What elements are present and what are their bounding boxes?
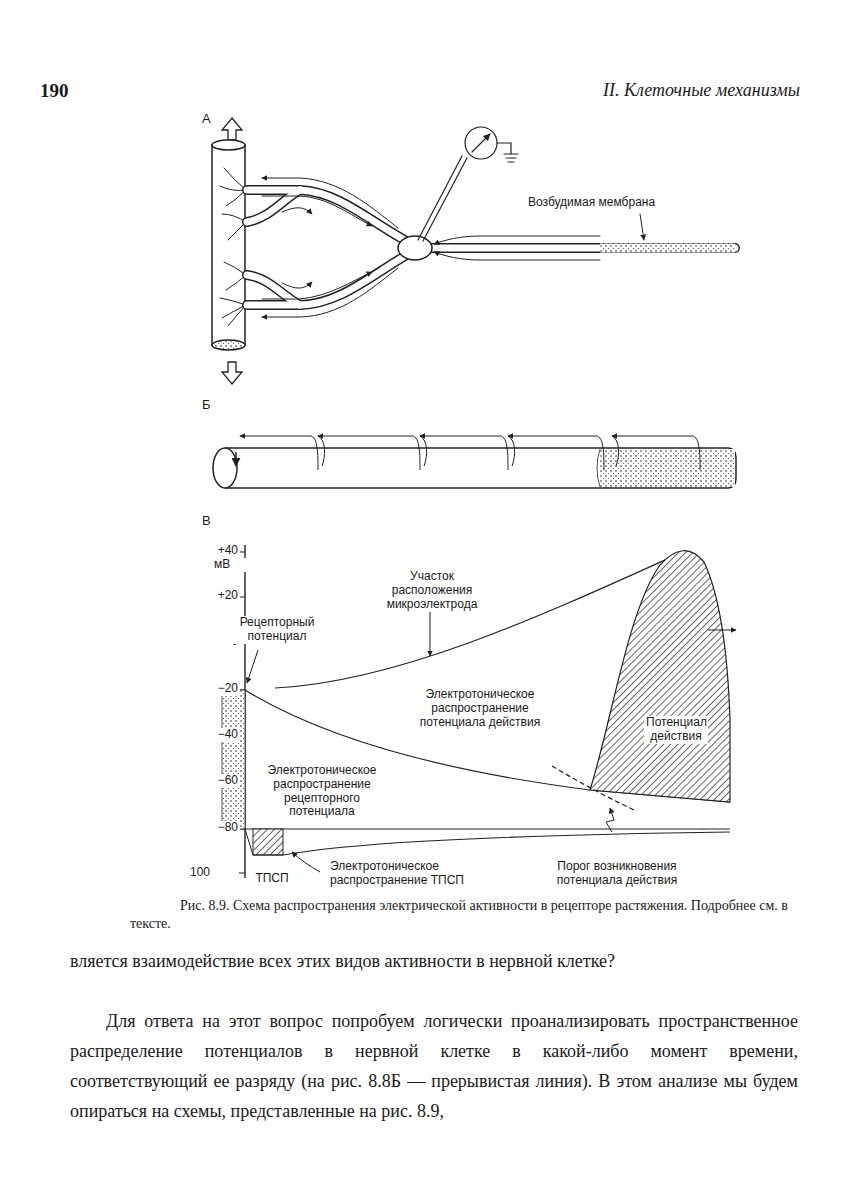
- panel-letter: А: [200, 112, 224, 127]
- body-text: Для ответа на этот вопрос попробуем логи…: [70, 1006, 798, 1126]
- curve-label: Электротоническое распространение потенц…: [398, 688, 562, 729]
- curve-label: Участок расположения микроэлектрода: [370, 570, 494, 611]
- curve-label: Потенциал действия: [644, 716, 708, 744]
- body-text: вляется взаимодействие всех этих видов а…: [70, 946, 798, 976]
- axis-tick-label: +40: [196, 544, 240, 558]
- curve-label: Электротоническое распространение ТПСП: [328, 860, 492, 888]
- page-number: 190: [40, 80, 100, 102]
- curve-label: Электротоническое распространение рецепт…: [250, 764, 394, 819]
- axis-tick-label: +20: [196, 589, 240, 603]
- running-header: II. Клеточные механизмы: [540, 80, 800, 101]
- axis-tick-label: −80: [196, 821, 240, 835]
- panel-letter: Б: [200, 398, 224, 413]
- axis-tick-label: 100: [188, 866, 232, 880]
- figure-c-graph: [222, 545, 736, 878]
- figure-b: [213, 436, 736, 488]
- panel-letter: В: [200, 514, 224, 529]
- axis-tick-label: −60: [196, 774, 240, 788]
- figure-caption: Рис. 8.9. Схема распространения электрич…: [130, 897, 798, 933]
- axis-tick-label: −40: [196, 728, 240, 742]
- part-label: Возбудимая мембрана: [526, 196, 690, 210]
- curve-label: Рецепторный потенциал: [225, 616, 329, 644]
- figure-a: [212, 118, 735, 384]
- axis-tick-label: −20: [196, 682, 240, 696]
- axis-unit: мВ: [212, 558, 246, 572]
- curve-label: Порог возникновения потенциала действия: [540, 860, 694, 888]
- curve-label: ТПСП: [248, 872, 296, 886]
